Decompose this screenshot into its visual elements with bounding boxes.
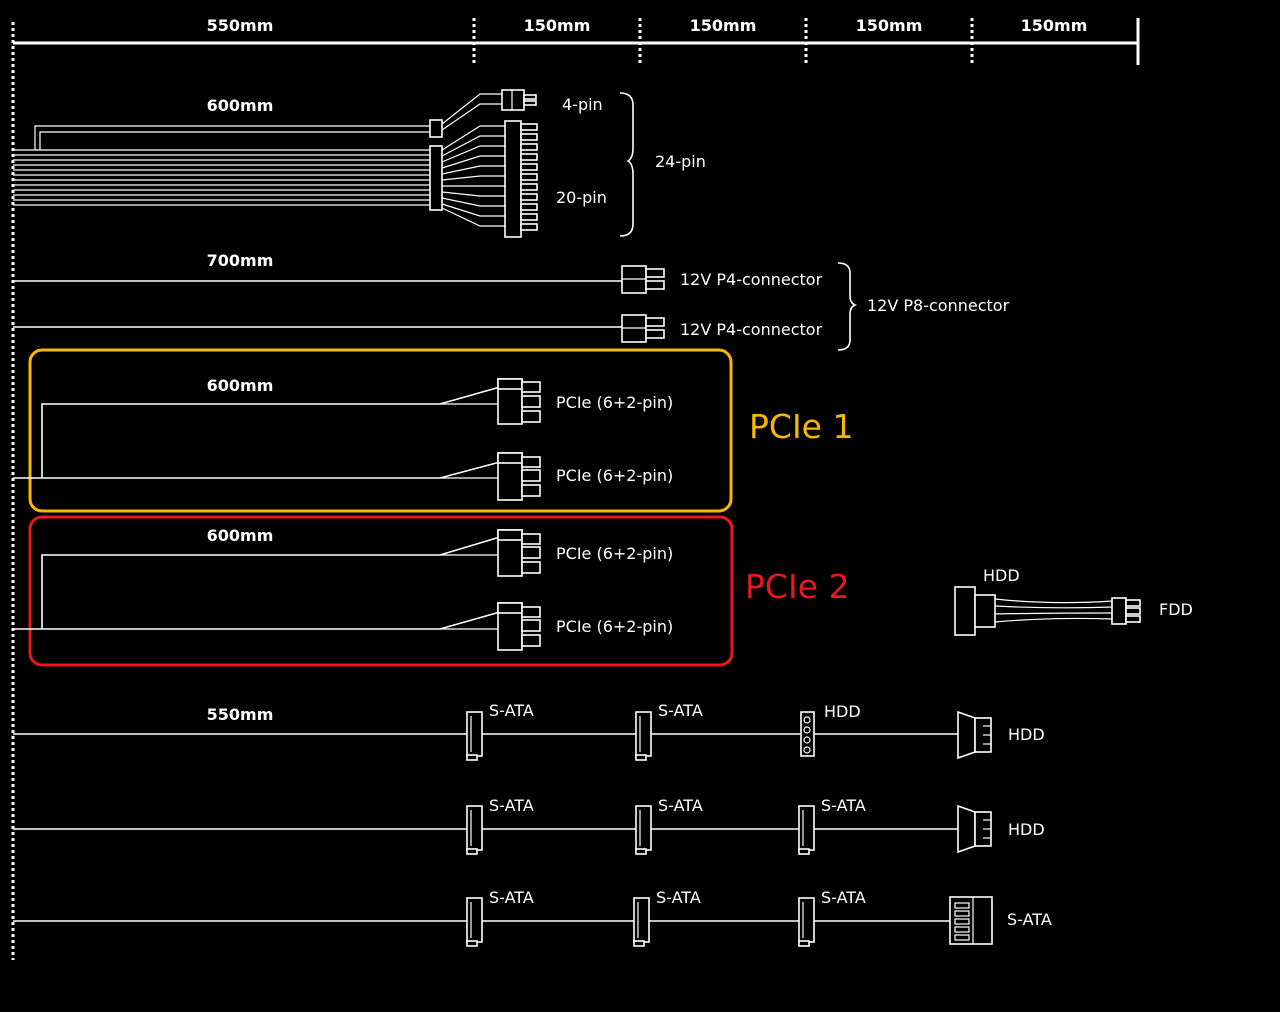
periph2-c2-label: S-ATA xyxy=(658,796,703,815)
periph1-c1-label: S-ATA xyxy=(489,701,534,720)
pcie2-connector-a-label: PCIe (6+2-pin) xyxy=(556,544,673,563)
cpu-p4-connector-a-shape xyxy=(621,265,665,294)
sata-end-connector-shape xyxy=(949,896,993,945)
periph3-c4-label: S-ATA xyxy=(1007,910,1052,929)
atx-4pin-connector xyxy=(501,89,525,111)
atx-24pin-cable: 600mm xyxy=(13,89,706,238)
periph2-c3-label: S-ATA xyxy=(821,796,866,815)
pcie2-connector-b-shape xyxy=(497,602,541,651)
sata-connector-shape xyxy=(633,897,650,943)
periph3-c2-label: S-ATA xyxy=(656,888,701,907)
sata-connector-shape xyxy=(635,711,652,757)
periph1-length-label: 550mm xyxy=(207,705,274,724)
pcie2-highlight-label: PCIe 2 xyxy=(745,567,849,606)
atx-20pin-connector xyxy=(504,120,522,238)
pcie1-connector-a-label: PCIe (6+2-pin) xyxy=(556,393,673,412)
pcie1-connector-b-shape xyxy=(497,452,541,501)
pcie1-highlight-box xyxy=(28,348,733,513)
adapter-fdd-shape xyxy=(1111,597,1127,625)
cpu-length-label: 700mm xyxy=(207,251,274,270)
atx-length-label: 600mm xyxy=(207,96,274,115)
periph3-c1-label: S-ATA xyxy=(489,888,534,907)
cpu-cable-group: 700mm 12V P4-connector 12V P4-connector … xyxy=(13,251,1010,351)
pcie2-length-label: 600mm xyxy=(207,526,274,545)
cpu-p8-label: 12V P8-connector xyxy=(867,296,1010,315)
atx-4pin-label: 4-pin xyxy=(562,95,603,114)
pcie2-cable: 600mm PCIe (6+2-pin) PCIe (6+2-pin) PCIe… xyxy=(13,515,849,667)
pcie1-connector-a-shape xyxy=(497,378,541,425)
floppy-adapter-cable: HDD FDD xyxy=(954,566,1193,636)
sata-connector-shape xyxy=(466,805,483,851)
hdd-end-connector-shape xyxy=(957,710,976,760)
peripheral-cable-2: S-ATA S-ATA S-ATA HDD xyxy=(13,796,1045,855)
ruler-label-2: 150mm xyxy=(524,16,591,35)
length-ruler: 550mm 150mm 150mm 150mm 150mm xyxy=(13,16,1140,65)
pcie2-highlight-box xyxy=(28,515,734,667)
atx-brace xyxy=(619,92,634,237)
adapter-molex-shape xyxy=(954,586,976,636)
sata-connector-shape xyxy=(635,805,652,851)
cpu-connector-b-label: 12V P4-connector xyxy=(680,320,823,339)
adapter-hdd-label: HDD xyxy=(983,566,1020,585)
atx-24pin-label: 24-pin xyxy=(655,152,706,171)
adapter-fdd-label: FDD xyxy=(1159,600,1193,619)
sata-connector-shape xyxy=(466,897,483,943)
molex-connector-shape xyxy=(800,711,815,757)
pcie1-length-label: 600mm xyxy=(207,376,274,395)
sata-connector-shape xyxy=(798,805,815,851)
periph2-c4-label: HDD xyxy=(1008,820,1045,839)
ruler-label-4: 150mm xyxy=(856,16,923,35)
pcie1-cable: 600mm PCIe (6+2-pin) PCIe (6+2-pin) PCIe… xyxy=(13,348,853,513)
atx-4pin-sleeve xyxy=(429,119,443,138)
atx-20pin-sleeve xyxy=(429,145,443,211)
pcie1-highlight-label: PCIe 1 xyxy=(749,407,853,446)
ruler-label-5: 150mm xyxy=(1021,16,1088,35)
periph1-c2-label: S-ATA xyxy=(658,701,703,720)
atx-20pin-label: 20-pin xyxy=(556,188,607,207)
periph1-c4-label: HDD xyxy=(1008,725,1045,744)
ruler-label-1: 550mm xyxy=(207,16,274,35)
pcie2-connector-a-shape xyxy=(497,529,541,577)
sata-connector-shape xyxy=(466,711,483,757)
peripheral-cable-1: 550mm S-ATA S-ATA HDD HDD xyxy=(13,701,1045,761)
pcie2-connector-b-label: PCIe (6+2-pin) xyxy=(556,617,673,636)
periph2-c1-label: S-ATA xyxy=(489,796,534,815)
cpu-brace xyxy=(837,262,858,351)
periph1-c3-label: HDD xyxy=(824,702,861,721)
periph3-c3-label: S-ATA xyxy=(821,888,866,907)
hdd-end-connector-shape xyxy=(957,804,976,854)
sata-connector-shape xyxy=(798,897,815,943)
pcie1-connector-b-label: PCIe (6+2-pin) xyxy=(556,466,673,485)
cpu-p4-connector-b-shape xyxy=(621,314,665,343)
ruler-label-3: 150mm xyxy=(690,16,757,35)
peripheral-cable-3: S-ATA S-ATA S-ATA S-ATA xyxy=(13,888,1052,947)
cpu-connector-a-label: 12V P4-connector xyxy=(680,270,823,289)
